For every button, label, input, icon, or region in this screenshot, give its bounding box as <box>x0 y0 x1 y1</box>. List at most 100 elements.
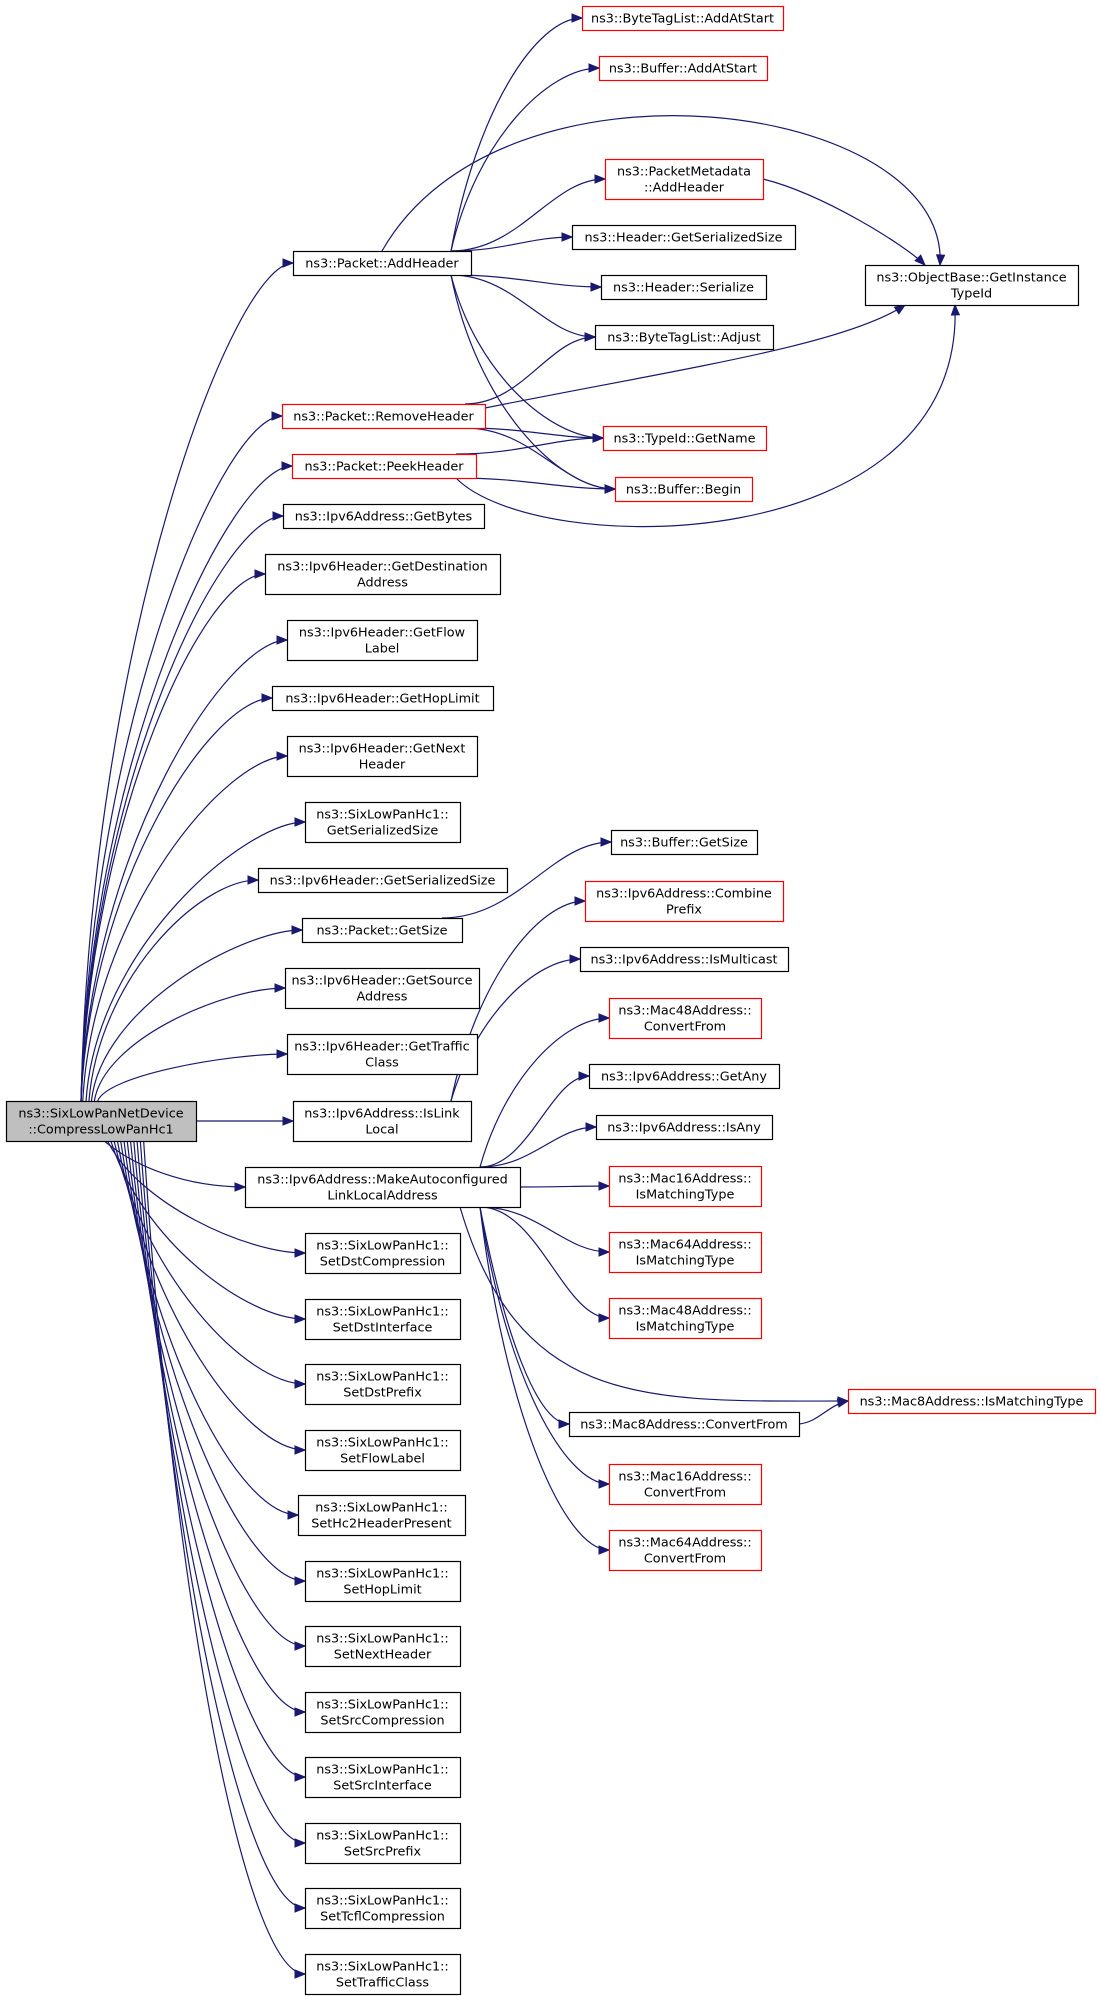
node-box <box>571 224 797 251</box>
node-ipv6hdr-gethoplimit[interactable]: ns3::Ipv6Header::GetHopLimit <box>271 685 495 712</box>
node-box <box>244 1166 522 1209</box>
node-box <box>608 1165 763 1208</box>
node-buf-getsize[interactable]: ns3::Buffer::GetSize <box>610 829 759 856</box>
node-hc1-setsrccomp[interactable]: ns3::SixLowPanHc1::SetSrcCompression <box>304 1691 462 1734</box>
node-hc1-setdstiface[interactable]: ns3::SixLowPanHc1::SetDstInterface <box>304 1298 462 1341</box>
node-label: SetTrafficClass <box>336 1976 429 1991</box>
node-label: ns3::Ipv6Address::IsMulticast <box>590 953 777 968</box>
node-label: IsMatchingType <box>636 1320 735 1335</box>
node-box <box>568 1411 801 1438</box>
arrowhead <box>571 13 584 23</box>
node-box <box>291 453 478 480</box>
node-label: ns3::Ipv6Address::GetAny <box>601 1070 767 1085</box>
edges-layer <box>80 13 961 1979</box>
node-ipv6addr-isany[interactable]: ns3::Ipv6Address::IsAny <box>595 1114 774 1141</box>
node-pkt-removeheader[interactable]: ns3::Packet::RemoveHeader <box>281 403 487 430</box>
arrowhead <box>935 254 946 267</box>
node-ipv6addr-makeauto[interactable]: ns3::Ipv6Address::MakeAutoconfiguredLink… <box>244 1166 522 1209</box>
node-mac48-ismatching[interactable]: ns3::Mac48Address::IsMatchingType <box>608 1297 763 1340</box>
node-mac8-ismatching[interactable]: ns3::Mac8Address::IsMatchingType <box>847 1388 1097 1415</box>
arrowhead <box>558 1419 571 1429</box>
arrowhead <box>598 1013 611 1023</box>
node-box <box>292 1100 473 1143</box>
edge-pkt-addheader-to-typeid-getname <box>450 274 604 439</box>
arrowhead <box>604 484 617 494</box>
node-box <box>304 1560 462 1603</box>
node-label: ns3::SixLowPanHc1:: <box>316 1567 449 1582</box>
node-box <box>610 829 759 856</box>
node-label: ::CompressLowPanHc1 <box>28 1123 173 1138</box>
node-mac64-convertfrom[interactable]: ns3::Mac64Address::ConvertFrom <box>608 1529 763 1572</box>
node-label: ns3::Ipv6Address::GetBytes <box>295 510 473 525</box>
node-hc1-settraffic[interactable]: ns3::SixLowPanHc1::SetTrafficClass <box>304 1953 462 1996</box>
arrowhead <box>261 693 274 703</box>
node-buf-addatstart[interactable]: ns3::Buffer::AddAtStart <box>598 55 769 82</box>
node-box <box>297 1494 467 1537</box>
arrowhead <box>276 635 289 645</box>
edge-root-to-pkt-removeheader <box>80 415 283 1102</box>
node-hc1-setflowlabel[interactable]: ns3::SixLowPanHc1::SetFlowLabel <box>304 1429 462 1472</box>
node-ipv6addr-ismulticast[interactable]: ns3::Ipv6Address::IsMulticast <box>579 946 790 973</box>
node-hc1-setdstcomp[interactable]: ns3::SixLowPanHc1::SetDstCompression <box>304 1232 462 1275</box>
node-btl-addatstart[interactable]: ns3::ByteTagList::AddAtStart <box>581 5 785 32</box>
node-label: ns3::Ipv6Address::IsAny <box>607 1121 761 1136</box>
node-label: Class <box>365 1056 399 1071</box>
node-label: ns3::SixLowPanHc1:: <box>316 1960 449 1975</box>
node-hdr-serialize[interactable]: ns3::Header::Serialize <box>600 274 768 301</box>
node-box <box>614 476 754 503</box>
node-hc1-setsrciface[interactable]: ns3::SixLowPanHc1::SetSrcInterface <box>304 1756 462 1799</box>
node-pm-addheader[interactable]: ns3::PacketMetadata::AddHeader <box>604 158 765 201</box>
node-box <box>264 553 502 596</box>
node-label: SetNextHeader <box>334 1648 432 1663</box>
arrowhead <box>294 1641 307 1651</box>
node-label: ns3::Packet::RemoveHeader <box>293 410 474 425</box>
node-mac16-convertfrom[interactable]: ns3::Mac16Address::ConvertFrom <box>608 1463 763 1506</box>
node-box <box>301 917 464 944</box>
node-box <box>588 1063 781 1090</box>
node-mac16-ismatching[interactable]: ns3::Mac16Address::IsMatchingType <box>608 1165 763 1208</box>
node-hdr-getserialized[interactable]: ns3::Header::GetSerializedSize <box>571 224 797 251</box>
node-hc1-getserialized[interactable]: ns3::SixLowPanHc1::GetSerializedSize <box>304 801 462 844</box>
node-pkt-getsize[interactable]: ns3::Packet::GetSize <box>301 917 464 944</box>
node-hc1-setsrcprefix[interactable]: ns3::SixLowPanHc1::SetSrcPrefix <box>304 1822 462 1865</box>
node-ipv6addr-getbytes[interactable]: ns3::Ipv6Address::GetBytes <box>282 503 486 530</box>
node-mac48-convertfrom[interactable]: ns3::Mac48Address::ConvertFrom <box>608 997 763 1040</box>
node-mac8-convertfrom[interactable]: ns3::Mac8Address::ConvertFrom <box>568 1411 801 1438</box>
node-box <box>304 801 462 844</box>
node-label: ns3::Packet::AddHeader <box>305 257 459 272</box>
node-typeid-getname[interactable]: ns3::TypeId::GetName <box>602 425 768 452</box>
node-label: Header <box>359 758 406 773</box>
node-box <box>271 685 495 712</box>
node-btl-adjust[interactable]: ns3::ByteTagList::Adjust <box>594 324 775 351</box>
arrowhead <box>585 1122 598 1132</box>
node-hc1-setdstprefix[interactable]: ns3::SixLowPanHc1::SetDstPrefix <box>304 1363 462 1406</box>
node-mac64-ismatching[interactable]: ns3::Mac64Address::IsMatchingType <box>608 1231 763 1274</box>
node-label: ns3::PacketMetadata <box>617 165 751 180</box>
node-label: ns3::Ipv6Header::GetFlow <box>299 626 465 641</box>
node-label: SetDstCompression <box>320 1255 446 1270</box>
node-ipv6hdr-getserialized[interactable]: ns3::Ipv6Header::GetSerializedSize <box>257 867 509 894</box>
node-hc1-sethoplimit[interactable]: ns3::SixLowPanHc1::SetHopLimit <box>304 1560 462 1603</box>
node-buf-begin[interactable]: ns3::Buffer::Begin <box>614 476 754 503</box>
node-hc1-settcfl[interactable]: ns3::SixLowPanHc1::SetTcflCompression <box>304 1887 462 1930</box>
node-hc1-setnextheader[interactable]: ns3::SixLowPanHc1::SetNextHeader <box>304 1625 462 1668</box>
node-hc1-sethc2[interactable]: ns3::SixLowPanHc1::SetHc2HeaderPresent <box>297 1494 467 1537</box>
node-ipv6addr-getany[interactable]: ns3::Ipv6Address::GetAny <box>588 1063 781 1090</box>
node-box <box>579 946 790 973</box>
node-label: SetSrcPrefix <box>344 1845 422 1860</box>
node-box <box>304 1691 462 1734</box>
node-label: ns3::SixLowPanHc1:: <box>316 1829 449 1844</box>
node-label: ns3::SixLowPanHc1:: <box>316 1698 449 1713</box>
node-label: ns3::Ipv6Header::GetTraffic <box>294 1040 469 1055</box>
node-pkt-peekheader[interactable]: ns3::Packet::PeekHeader <box>291 453 478 480</box>
node-pkt-addheader[interactable]: ns3::Packet::AddHeader <box>292 250 473 277</box>
node-box <box>304 1363 462 1406</box>
